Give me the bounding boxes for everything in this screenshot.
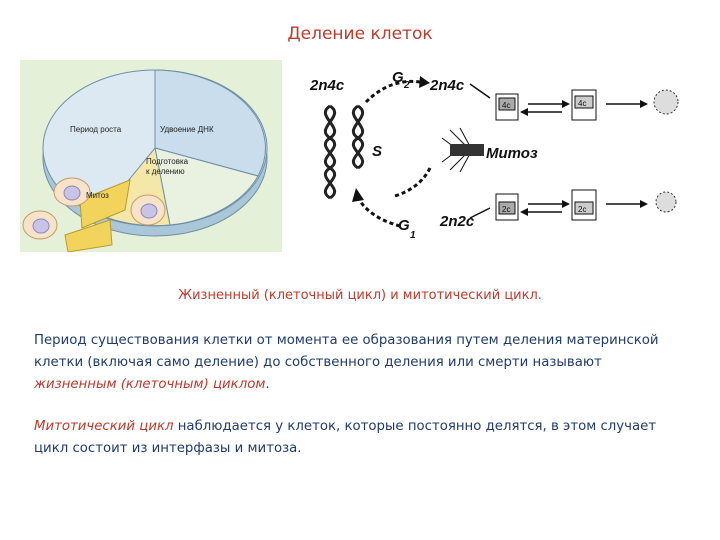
cell-cycle-diagram: Период роста Удвоение ДНК Подготовка к д… <box>20 60 282 252</box>
page-title: Деление клеток <box>287 24 433 44</box>
label-mitosis: Митоз <box>86 191 109 200</box>
paragraph-1-text-a: Период существования клетки от момента е… <box>34 333 659 370</box>
label-2n4c-top: 2n4c <box>309 77 345 94</box>
label-prep-1: Подготовка <box>146 157 189 166</box>
term-mitotic-cycle: Митотический цикл <box>34 419 174 434</box>
label-s: S <box>372 143 382 160</box>
paragraph-1-text-b: . <box>265 377 270 392</box>
box-4c-left: 4c <box>502 101 510 110</box>
label-g1: G <box>398 217 410 234</box>
label-2n4c-right: 2n4c <box>429 77 465 94</box>
paragraph-life-cycle: Период существования клетки от момента е… <box>34 330 684 396</box>
box-4c-right: 4c <box>578 99 586 108</box>
box-2c-left: 2c <box>502 205 510 214</box>
label-g1-sub: 1 <box>410 230 416 241</box>
paragraph-mitotic-cycle: Митотический цикл наблюдается у клеток, … <box>34 416 684 460</box>
label-g2: G <box>392 69 404 86</box>
paragraph-2-text: наблюдается у клеток, которые постоянно … <box>34 419 657 456</box>
mitotic-cycle-diagram: 2n4c G 2 2n4c S Митоз G 1 2n2c 4c 4c 2c <box>309 69 679 241</box>
figure-caption: Жизненный (клеточный цикл) и митотически… <box>178 288 542 303</box>
label-dna: Удвоение ДНК <box>160 125 214 134</box>
term-life-cycle: жизненным (клеточным) циклом <box>34 377 266 392</box>
label-g2-sub: 2 <box>403 80 410 91</box>
label-growth: Период роста <box>70 125 122 134</box>
label-mitosis-right: Митоз <box>486 145 538 162</box>
label-2n2c: 2n2c <box>439 213 475 230</box>
box-2c-right: 2c <box>578 205 586 214</box>
label-prep-2: к делению <box>146 167 185 176</box>
